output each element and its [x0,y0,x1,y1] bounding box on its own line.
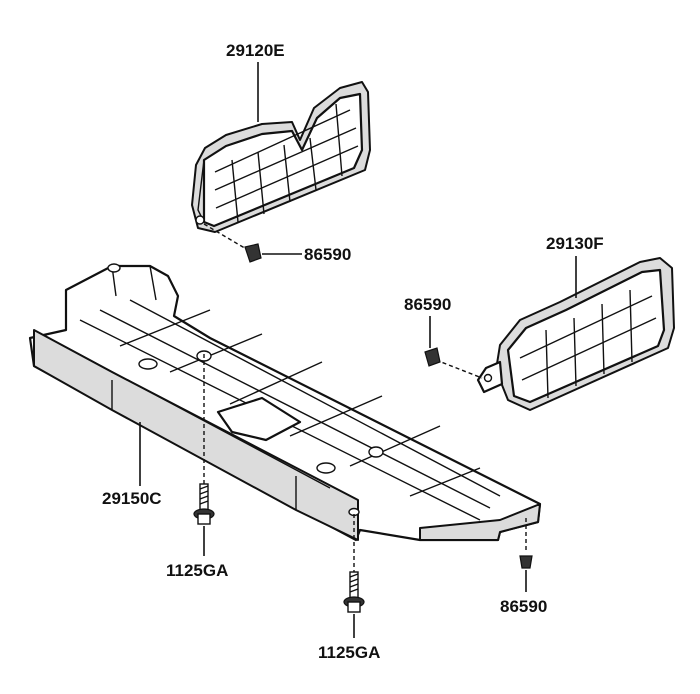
upper-clip-label: 86590 [304,245,351,264]
bolt-center-label: 1125GA [318,643,380,662]
upper-clip-icon [244,243,262,263]
side-clip-path [435,359,483,379]
side-cover-label: 29130F [546,234,604,253]
side-cover-part [476,257,675,411]
bolt-left-label: 1125GA [166,561,228,580]
lower-clip-label: 86590 [500,597,547,616]
under-cover-label: 29150C [102,489,162,508]
upper-cover-part [191,81,371,233]
bolt-left-icon [193,354,215,525]
side-clip-label: 86590 [404,295,451,314]
upper-clip-path [203,223,249,251]
bolt-center-icon [343,514,365,613]
upper-cover-label: 29120E [226,41,285,60]
side-clip-icon [424,347,441,367]
under-cover-part [28,263,542,542]
lower-clip-icon [519,518,533,569]
